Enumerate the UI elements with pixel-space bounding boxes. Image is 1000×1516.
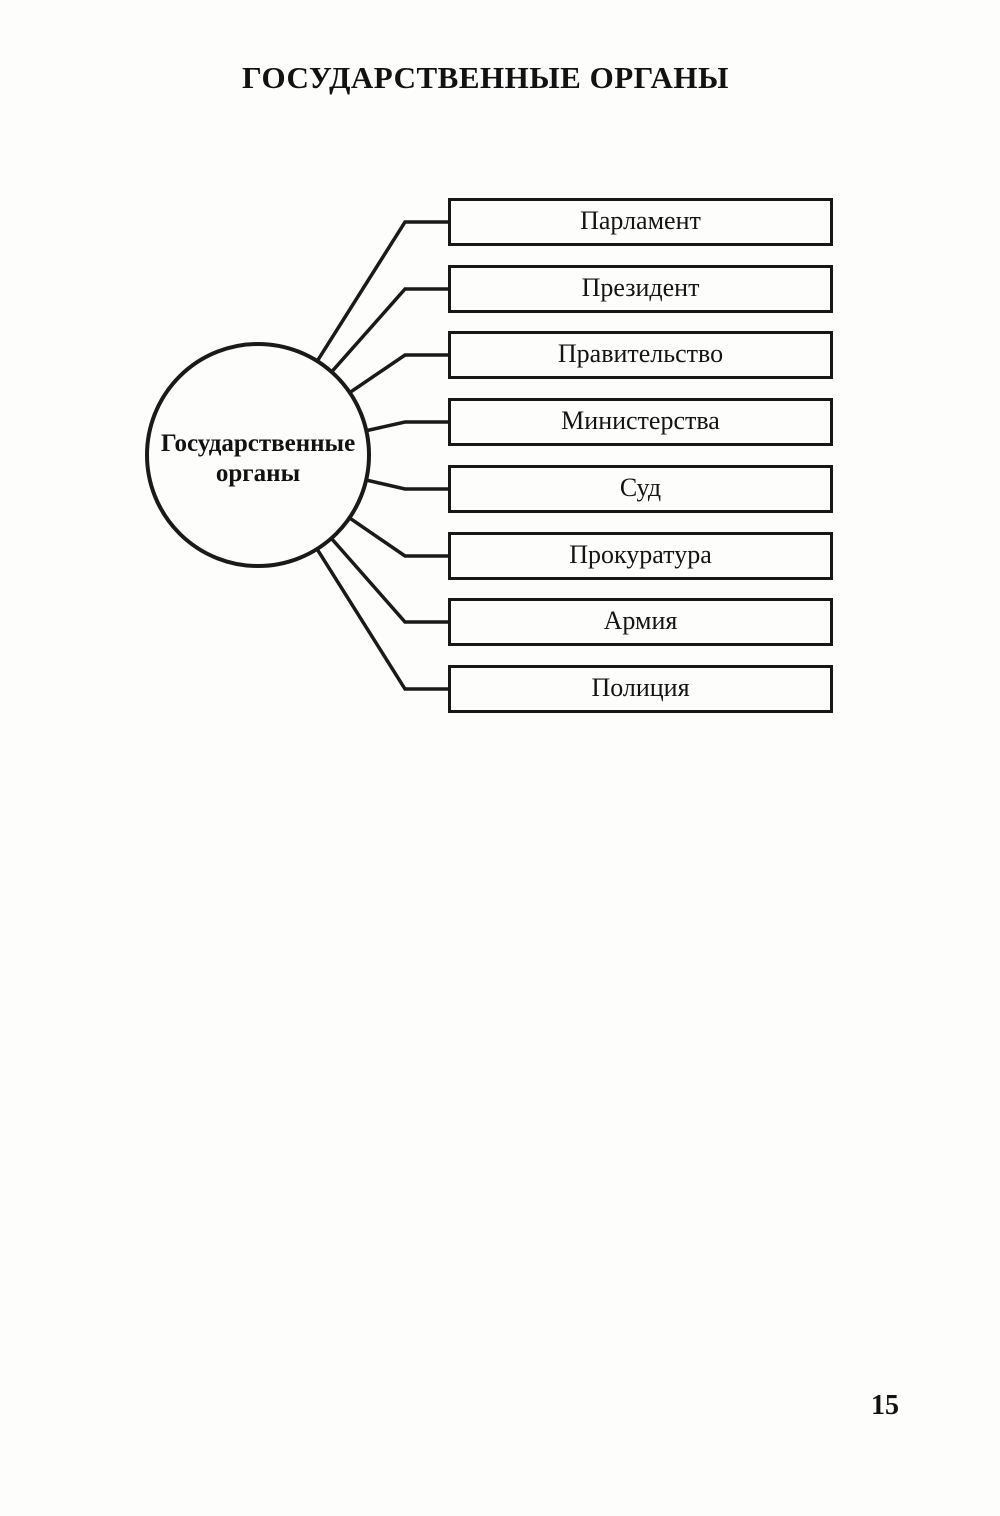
state-organs-diagram: Государственные органы Парламент Президе… (145, 198, 833, 713)
node-box: Армия (448, 598, 833, 646)
node-label: Правительство (557, 339, 724, 368)
node-box: Правительство (448, 331, 833, 379)
node-box: Парламент (448, 198, 833, 246)
node-box: Полиция (448, 665, 833, 713)
node-label: Министерства (561, 406, 720, 435)
node-box: Суд (448, 465, 833, 513)
root-node-label: Государственные органы (160, 430, 356, 487)
node-box: Президент (448, 265, 833, 313)
node-box: Прокуратура (448, 532, 833, 580)
node-label: Парламент (580, 206, 701, 235)
node-label: Президент (581, 273, 700, 302)
node-label: Армия (603, 606, 678, 635)
diagram-canvas (145, 220, 450, 691)
node-label: Полиция (591, 673, 690, 702)
node-label: Прокуратура (569, 540, 712, 569)
node-box: Министерства (448, 398, 833, 446)
page-title: ГОСУДАРСТВЕННЫЕ ОРГАНЫ (242, 60, 729, 95)
page-number: 15 (871, 1390, 899, 1421)
node-label: Суд (619, 473, 662, 502)
root-circle (145, 342, 371, 568)
